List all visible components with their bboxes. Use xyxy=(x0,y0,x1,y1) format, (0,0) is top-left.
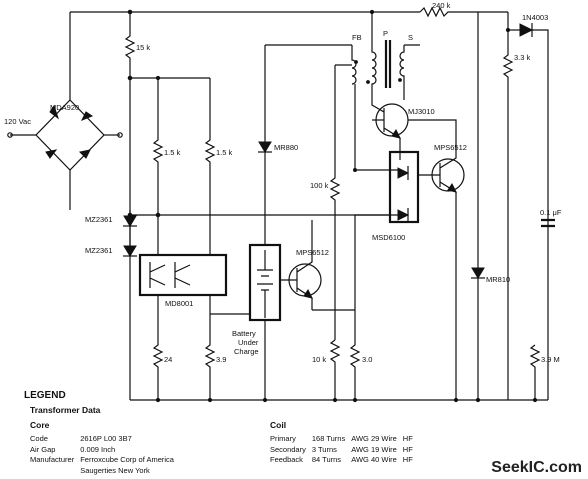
label-msd6100: MSD6100 xyxy=(372,233,405,242)
resistor-1-5k-b xyxy=(204,78,216,255)
label-mr880: MR880 xyxy=(274,143,298,152)
resistor-100k xyxy=(329,65,341,340)
diode-mr810 xyxy=(471,267,485,279)
resistor-3-0 xyxy=(349,215,361,400)
ic-msd6100 xyxy=(388,150,420,224)
watermark-logo: SeekIC.com xyxy=(491,459,582,476)
winding-secondary xyxy=(399,45,405,84)
table-row: Air Gap 0.009 Inch xyxy=(30,444,116,454)
resistor-15k xyxy=(124,12,136,400)
label-120vac: 120 Vac xyxy=(4,117,31,126)
label-mz2361-1: MZ2361 xyxy=(85,215,113,224)
table-row: Code 2616P L00 3B7 xyxy=(30,434,132,443)
table-row: Feedback 84 Turns AWG 40 Wire HF xyxy=(270,455,413,464)
label-3-9m: 3.9 M xyxy=(541,355,560,364)
label-battery-1: Battery xyxy=(232,329,256,338)
label-0-1uf: 0.1 μF xyxy=(540,208,562,217)
legend-coil-table: Primary 168 Turns AWG 29 Wire HF Seconda… xyxy=(270,434,419,466)
legend-core-heading: Core xyxy=(30,420,50,430)
zener-mz2361-2 xyxy=(123,245,137,257)
label-1-5k-b: 1.5 k xyxy=(216,148,233,157)
label-10k: 10 k xyxy=(312,355,326,364)
resistor-1-5k-a xyxy=(152,78,164,255)
label-1-5k-a: 1.5 k xyxy=(164,148,181,157)
resistor-24 xyxy=(152,295,164,400)
label-3-0: 3.0 xyxy=(362,355,372,364)
capacitor-0-1uf xyxy=(541,218,555,228)
legend-coil-heading: Coil xyxy=(270,420,287,430)
table-row: Secondary 3 Turns AWG 19 Wire HF xyxy=(270,444,413,454)
legend-core-table: Code 2616P L00 3B7 Air Gap 0.009 Inch Ma… xyxy=(30,434,180,476)
transformer-core xyxy=(384,40,392,88)
table-row: Primary 168 Turns AWG 29 Wire HF xyxy=(270,434,413,443)
resistor-3-3k xyxy=(502,30,514,400)
resistor-10k xyxy=(329,339,341,400)
label-fb: FB xyxy=(352,33,362,42)
legend-transformer-heading: Transformer Data xyxy=(30,405,101,415)
label-1n4003: 1N4003 xyxy=(522,13,548,22)
ic-md8001 xyxy=(138,253,228,297)
label-mda920: MDA920 xyxy=(50,103,79,112)
legend-title: LEGEND xyxy=(24,390,66,401)
resistor-3-9m xyxy=(529,344,541,400)
label-battery-2: Under xyxy=(238,338,259,347)
winding-primary xyxy=(371,45,377,92)
label-mps6512-mid: MPS6512 xyxy=(296,248,329,257)
label-mz2361-2: MZ2361 xyxy=(85,246,113,255)
zener-mz2361-1 xyxy=(123,215,137,227)
resistor-240k xyxy=(419,6,508,18)
label-mr810: MR810 xyxy=(486,275,510,284)
resistor-3-9 xyxy=(204,295,216,400)
diode-mr880 xyxy=(258,141,272,153)
label-3-3k: 3.3 k xyxy=(514,53,531,62)
label-mps6512-top: MPS6512 xyxy=(434,143,467,152)
table-row: Saugerties New York xyxy=(80,465,150,475)
winding-feedback xyxy=(351,45,357,85)
label-240k: 240 k xyxy=(432,1,451,10)
label-100k: 100 k xyxy=(310,181,329,190)
table-row: Manufacturer Ferroxcube Corp of America xyxy=(30,455,174,464)
label-s: S xyxy=(408,33,413,42)
label-mj3010: MJ3010 xyxy=(408,107,435,116)
label-3-9: 3.9 xyxy=(216,355,226,364)
label-md8001: MD8001 xyxy=(165,299,193,308)
label-battery-3: Charge xyxy=(234,347,259,356)
label-15k: 15 k xyxy=(136,43,150,52)
label-p: P xyxy=(383,29,388,38)
label-24: 24 xyxy=(164,355,172,364)
